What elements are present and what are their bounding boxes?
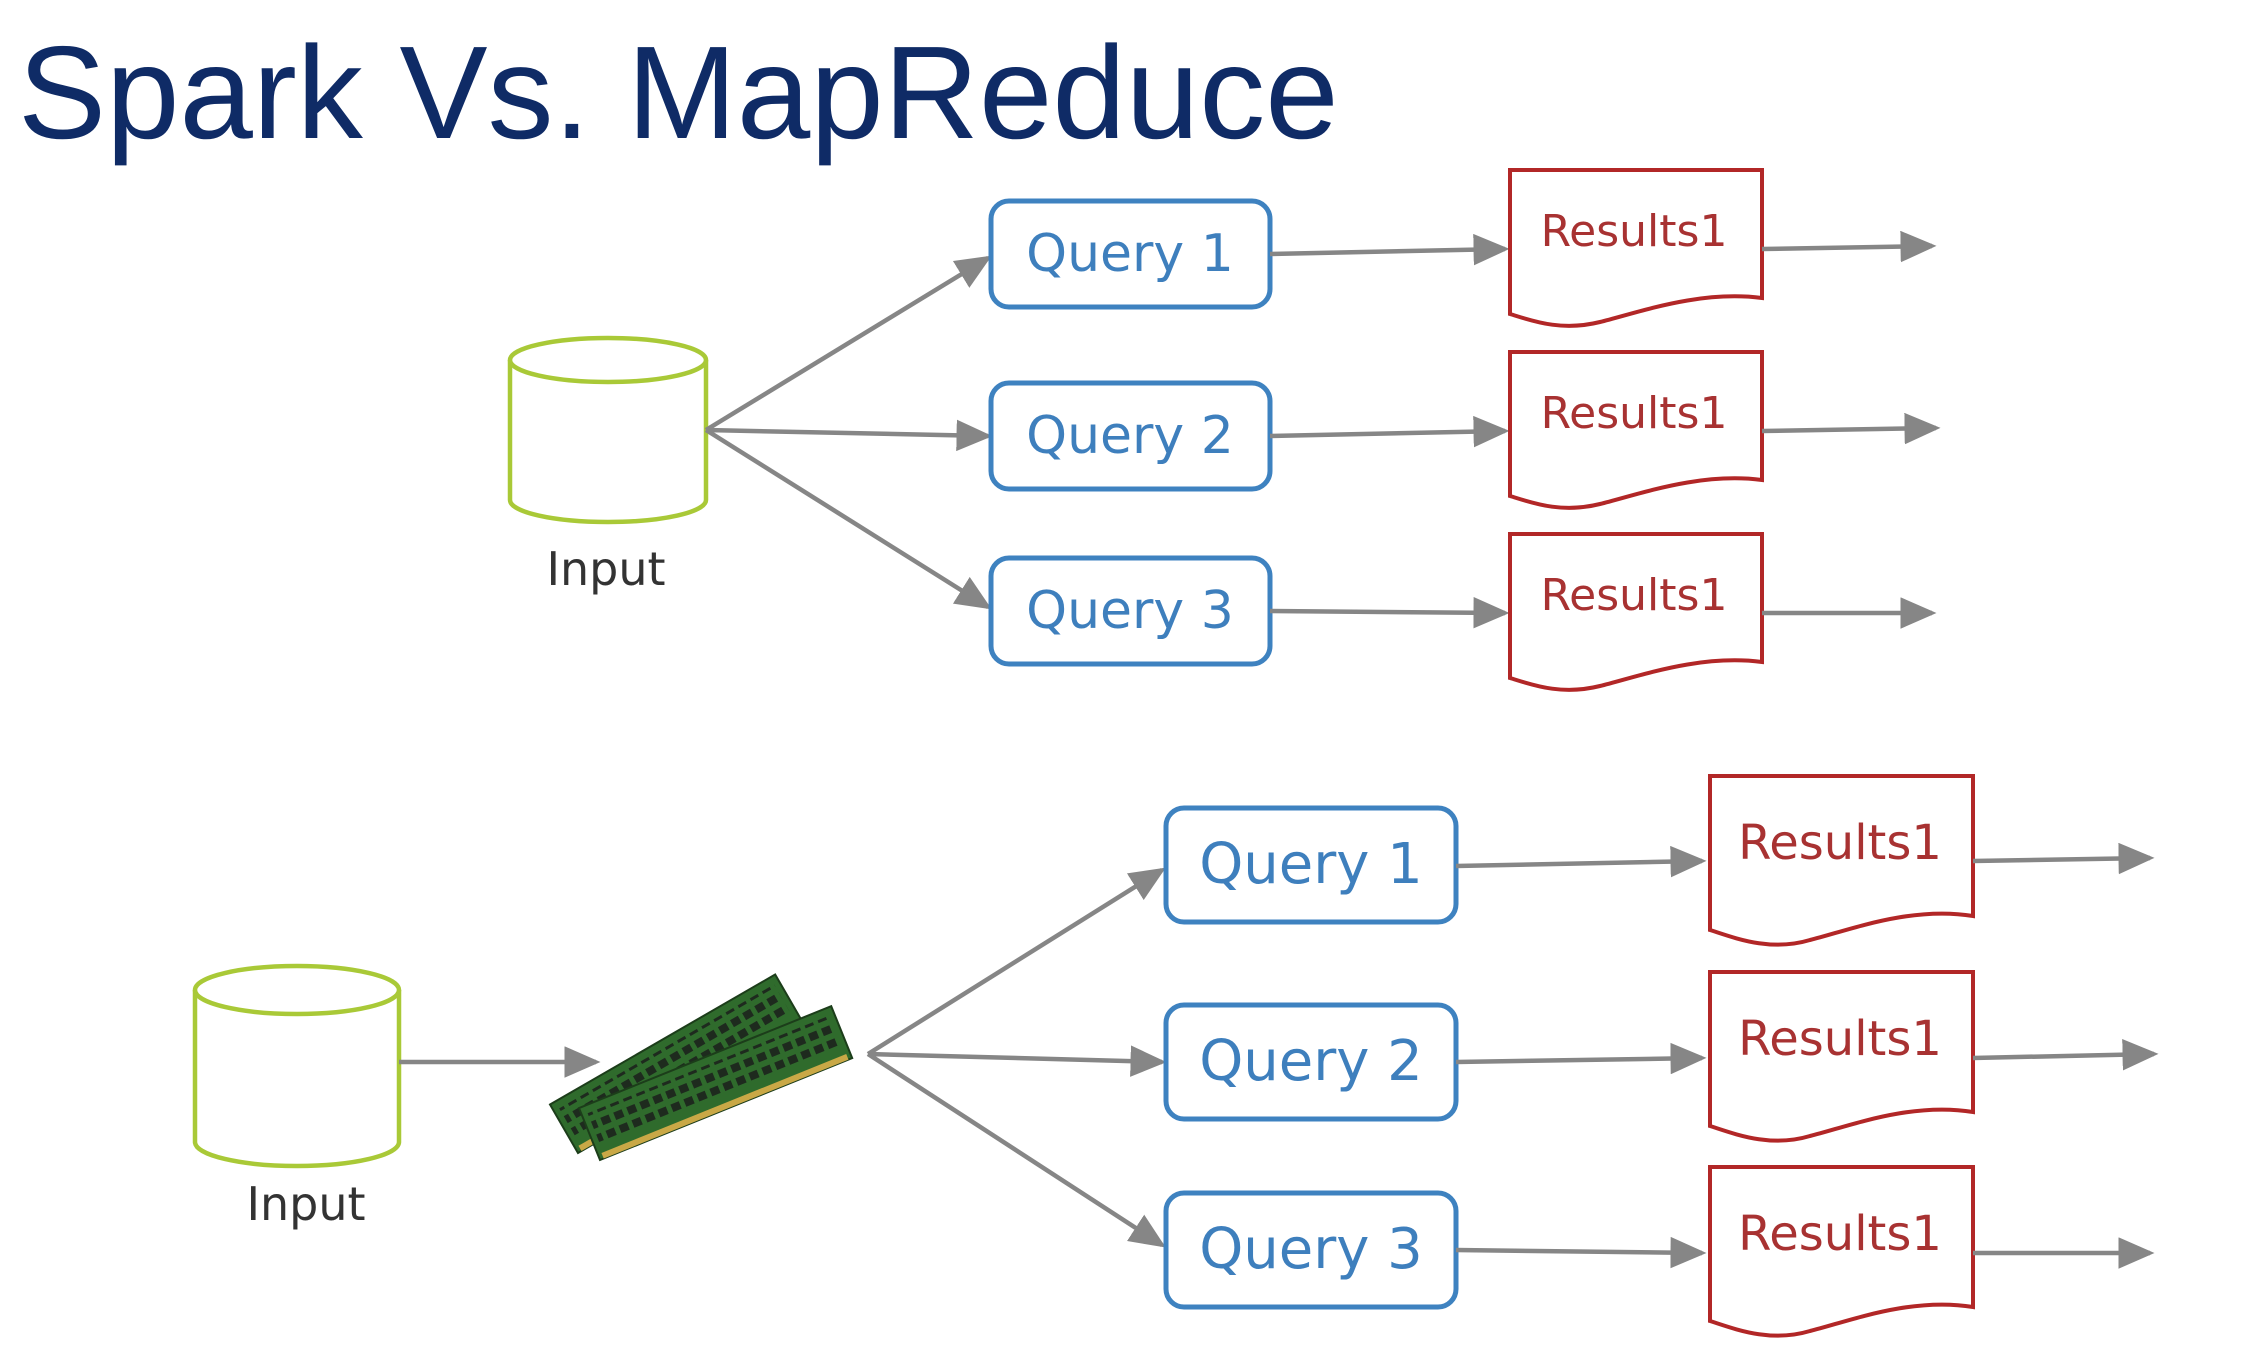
bottom-results-2: Results1 — [1708, 970, 1975, 1143]
top-diagram: Input Query 1 Query 2 Query 3 Results1 — [507, 168, 1941, 692]
bottom-results-1: Results1 — [1708, 774, 1975, 947]
bottom-memory-to-query2-arrow — [867, 1045, 1167, 1077]
top-results-3: Results1 — [1508, 532, 1764, 692]
top-results-2-label: Results1 — [1541, 388, 1728, 439]
top-input-database: Input — [507, 335, 709, 596]
top-input-to-query1-arrow — [704, 255, 992, 432]
top-results-1-label: Results1 — [1541, 206, 1728, 257]
bottom-memory-to-query1-arrow — [866, 867, 1166, 1056]
bottom-query-2-label: Query 2 — [1199, 1029, 1423, 1094]
bottom-results-3-label: Results1 — [1738, 1206, 1942, 1262]
bottom-results1-out-arrow — [1972, 842, 2155, 875]
top-results1-out-arrow — [1761, 230, 1937, 263]
bottom-results-1-label: Results1 — [1738, 815, 1942, 871]
top-query-1: Query 1 — [988, 198, 1273, 310]
bottom-results-3: Results1 — [1708, 1165, 1975, 1338]
top-results-1: Results1 — [1508, 168, 1764, 328]
top-query-2-label: Query 2 — [1026, 406, 1234, 466]
top-query1-to-results-arrow — [1269, 233, 1510, 266]
bottom-diagram: Input Query 1 Query 2 — [192, 774, 2159, 1338]
bottom-input-database: Input — [192, 963, 402, 1231]
top-query3-to-results-arrow — [1269, 596, 1510, 629]
bottom-results-2-label: Results1 — [1738, 1011, 1942, 1067]
top-query-3: Query 3 — [988, 555, 1273, 667]
top-results-3-label: Results1 — [1541, 570, 1728, 621]
bottom-query-1: Query 1 — [1163, 805, 1459, 925]
top-query-3-label: Query 3 — [1026, 581, 1234, 641]
bottom-query2-to-results-arrow — [1455, 1042, 1707, 1075]
top-input-to-query2-arrow — [705, 419, 993, 452]
top-input-to-query3-arrow — [704, 428, 992, 610]
top-query-2: Query 2 — [988, 380, 1273, 492]
top-input-label: Input — [546, 542, 665, 596]
ram-modules-icon — [548, 973, 854, 1162]
top-query2-to-results-arrow — [1269, 415, 1510, 448]
bottom-query-3-label: Query 3 — [1199, 1217, 1423, 1282]
bottom-input-label: Input — [246, 1177, 365, 1231]
bottom-query-3: Query 3 — [1163, 1190, 1459, 1310]
bottom-query-2: Query 2 — [1163, 1002, 1459, 1122]
bottom-query1-to-results-arrow — [1455, 845, 1707, 878]
bottom-memory-to-query3-arrow — [866, 1052, 1166, 1248]
top-results-2: Results1 — [1508, 350, 1764, 510]
slide-title: Spark Vs. MapReduce — [18, 19, 1339, 166]
top-results2-out-arrow — [1761, 412, 1941, 445]
top-query-1-label: Query 1 — [1026, 224, 1234, 284]
bottom-results2-out-arrow — [1972, 1038, 2159, 1071]
bottom-query3-to-results-arrow — [1455, 1236, 1707, 1269]
bottom-query-1-label: Query 1 — [1199, 832, 1423, 897]
